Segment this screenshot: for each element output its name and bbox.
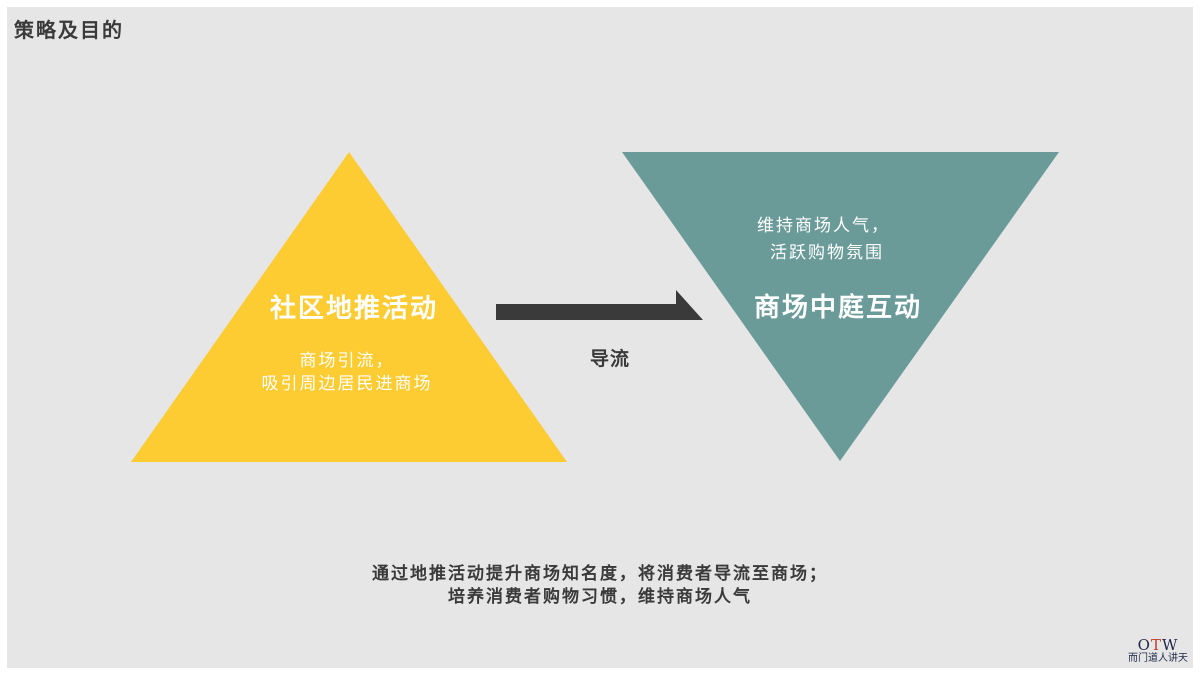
summary-line2: 培养消费者购物习惯，维持商场人气 xyxy=(448,587,752,607)
logo-mark-left: O xyxy=(1137,636,1151,654)
right-block-sub-line1: 维持商场人气， xyxy=(757,216,890,236)
summary-line1: 通过地推活动提升商场知名度，将消费者导流至商场； xyxy=(372,564,828,584)
teal-inverted-triangle-shape xyxy=(622,152,1059,461)
logo-subtitle: 而门道人讲天 xyxy=(1128,653,1188,664)
logo-mark-right: W xyxy=(1161,636,1179,654)
arrow-label: 导流 xyxy=(589,348,630,370)
slide-title: 策略及目的 xyxy=(14,18,124,42)
left-block-heading: 社区地推活动 xyxy=(269,294,438,324)
left-block-sub-line1: 商场引流， xyxy=(299,351,395,371)
brand-logo: OTW 而门道人讲天 xyxy=(1128,637,1188,665)
right-arrow-icon xyxy=(496,290,703,320)
slide-canvas xyxy=(7,7,1193,668)
left-block-sub-line2: 吸引周边居民进商场 xyxy=(261,374,433,394)
right-block-sub-line2: 活跃购物氛围 xyxy=(770,243,884,263)
yellow-triangle-shape xyxy=(131,152,567,462)
right-block-heading: 商场中庭互动 xyxy=(753,293,922,323)
logo-mark: OTW xyxy=(1128,637,1188,653)
logo-mark-accent: T xyxy=(1150,636,1162,654)
